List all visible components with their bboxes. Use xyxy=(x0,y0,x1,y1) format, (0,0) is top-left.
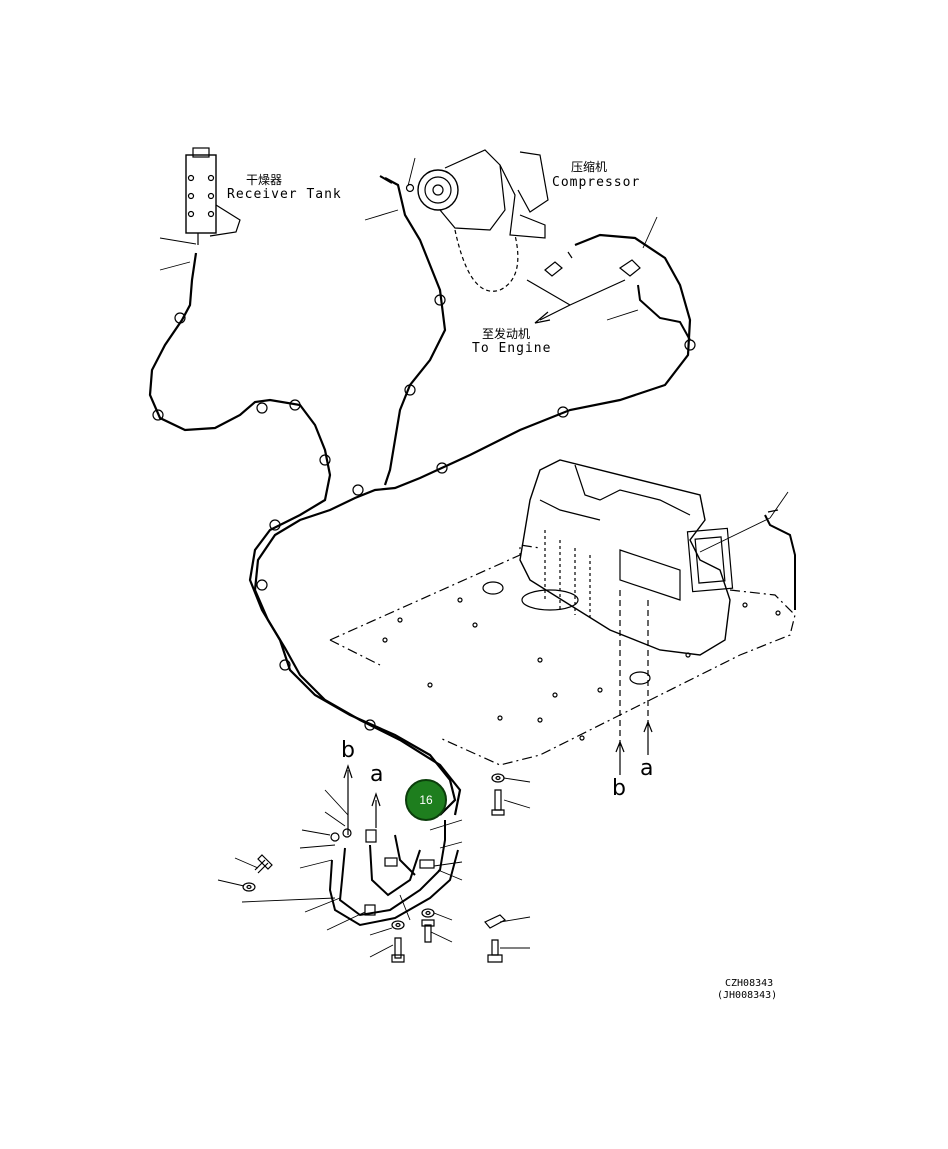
air-conditioner-unit xyxy=(519,459,796,656)
ref-a-left: a xyxy=(370,762,384,787)
receiver-tank xyxy=(185,147,241,245)
part-callout-16[interactable]: 16 xyxy=(405,779,447,821)
floor-plate xyxy=(329,544,796,766)
bolts-and-washers xyxy=(242,773,506,963)
liquid-line xyxy=(148,252,457,816)
hose-clamps xyxy=(152,294,696,731)
to-engine-label-cn: 至发动机 xyxy=(482,327,531,341)
reference-lines-right xyxy=(615,590,653,775)
reference-arrows-left xyxy=(343,764,381,835)
leader-lines xyxy=(159,157,789,958)
compressor-label-en: Compressor xyxy=(552,175,641,190)
receiver-tank-label-cn: 干燥器 xyxy=(246,173,283,187)
receiver-tank-label-en: Receiver Tank xyxy=(227,187,342,202)
to-engine-arrow xyxy=(526,279,626,324)
ref-a-right: a xyxy=(640,756,654,781)
drawing-code-secondary: (JH008343) xyxy=(717,990,778,1001)
discharge-hose xyxy=(379,175,447,486)
compressor xyxy=(417,149,549,292)
ref-b-right: b xyxy=(612,776,626,801)
lower-hose-assembly xyxy=(328,820,459,927)
drawing-code: CZH08343 xyxy=(725,978,774,989)
compressor-label-cn: 压缩机 xyxy=(571,160,608,174)
suction-hose xyxy=(253,233,692,816)
ref-b-left: b xyxy=(341,738,355,763)
to-engine-label-en: To Engine xyxy=(472,341,552,356)
